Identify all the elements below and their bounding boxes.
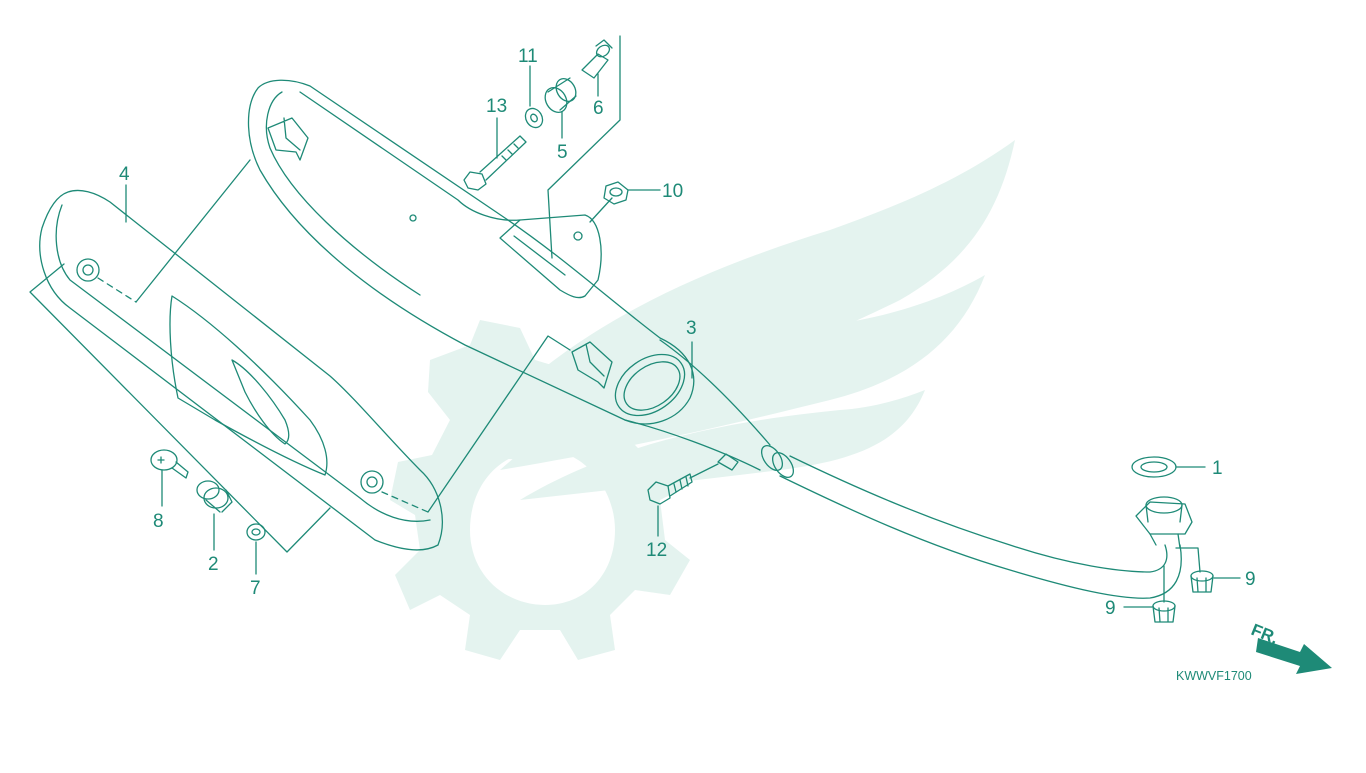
callout-7: 7 xyxy=(250,578,261,599)
pipe-joint xyxy=(760,444,784,472)
muffler-inner-line xyxy=(265,91,421,296)
callout-10: 10 xyxy=(662,181,683,202)
drawing-code: KWWVF1700 xyxy=(1176,669,1252,683)
flange-neck xyxy=(1149,533,1181,549)
callout-13: 13 xyxy=(486,96,507,117)
pipe-bracket-tab xyxy=(717,453,739,471)
pipe-cone-top xyxy=(659,339,771,446)
part-7-washer xyxy=(246,523,266,541)
part-6-collar xyxy=(581,39,613,79)
callout-12: 12 xyxy=(646,540,667,561)
leader-protector-to-muffler-bottom xyxy=(427,335,571,513)
fasteners xyxy=(150,39,1332,674)
leader-12 xyxy=(689,463,719,479)
protector-hole-right xyxy=(360,470,384,494)
part-10-nut xyxy=(603,181,629,205)
callout-2: 2 xyxy=(208,554,219,575)
protector-hole-right-inner xyxy=(366,476,378,488)
callout-4: 4 xyxy=(119,164,130,185)
leader-mount xyxy=(547,35,621,259)
lower-clip xyxy=(571,341,613,389)
front-direction-label: FR. xyxy=(1249,620,1282,648)
muffler-end-cap-inner xyxy=(623,361,681,411)
part-2-grommet xyxy=(196,480,233,513)
leader-protector-to-muffler-top xyxy=(135,159,251,303)
pipe-joint-2 xyxy=(771,451,795,479)
part-8-screw xyxy=(150,449,189,479)
callout-11: 11 xyxy=(518,46,538,67)
upper-clip xyxy=(267,117,309,161)
part-13-bolt xyxy=(463,135,527,191)
callout-6: 6 xyxy=(593,98,604,119)
protector-vent-inner xyxy=(231,359,290,445)
protector-hole-left-inner xyxy=(82,264,94,276)
muffler-small-hole xyxy=(409,214,417,222)
leader-protector-bracket xyxy=(29,263,331,553)
pipe-upper-edge xyxy=(789,455,1168,573)
pipe-cone-bottom xyxy=(624,419,761,471)
dashed-leaders xyxy=(97,277,429,513)
part-11-washer xyxy=(524,107,544,129)
callout-9a: 9 xyxy=(1245,569,1256,590)
exhaust-port-wall xyxy=(1145,504,1183,523)
front-arrow xyxy=(1256,638,1332,674)
muffler-top-seam xyxy=(299,91,521,221)
protector-outline xyxy=(39,189,443,551)
protector-vent-outer xyxy=(169,295,328,476)
watermark-wing-middle xyxy=(500,275,985,470)
callout-3: 3 xyxy=(686,318,697,339)
callout-labels: 1 2 3 4 5 6 7 8 9 9 10 11 12 13 FR. KWWV… xyxy=(119,46,1281,683)
part-1-gasket-inner xyxy=(1140,461,1168,473)
exhaust-pipe xyxy=(624,339,1193,599)
watermark-wing-lower xyxy=(520,390,925,500)
muffler-body xyxy=(247,79,695,425)
watermark-logo xyxy=(390,140,1015,660)
callout-5: 5 xyxy=(557,142,568,163)
part-1-gasket xyxy=(1131,456,1177,478)
leader-9-right xyxy=(1175,547,1201,573)
bracket-hole xyxy=(573,231,583,241)
part-9-nut-lower xyxy=(1152,600,1176,623)
pipe-lower-edge xyxy=(779,475,1182,599)
callout-ticks xyxy=(125,65,1241,608)
muffler-end-cap xyxy=(614,353,686,417)
muffler-outline xyxy=(247,79,695,425)
leader-10 xyxy=(589,197,613,223)
mount-bracket xyxy=(499,214,602,299)
exhaust-port xyxy=(1145,496,1183,514)
part-9-nut-right xyxy=(1190,570,1214,593)
callout-8: 8 xyxy=(153,511,164,532)
protector-inner-edge xyxy=(55,204,431,522)
assembly-leaders xyxy=(29,35,1201,603)
line-art xyxy=(29,35,1332,674)
part-5-rubber xyxy=(544,77,577,113)
dash-left xyxy=(97,277,137,303)
part-12-bolt xyxy=(647,473,693,505)
muffler-protector xyxy=(39,189,443,551)
callout-1: 1 xyxy=(1212,458,1223,479)
dash-right xyxy=(381,491,429,513)
callout-9b: 9 xyxy=(1105,598,1116,619)
exhaust-flange xyxy=(1135,501,1193,535)
protector-hole-left xyxy=(76,258,100,282)
